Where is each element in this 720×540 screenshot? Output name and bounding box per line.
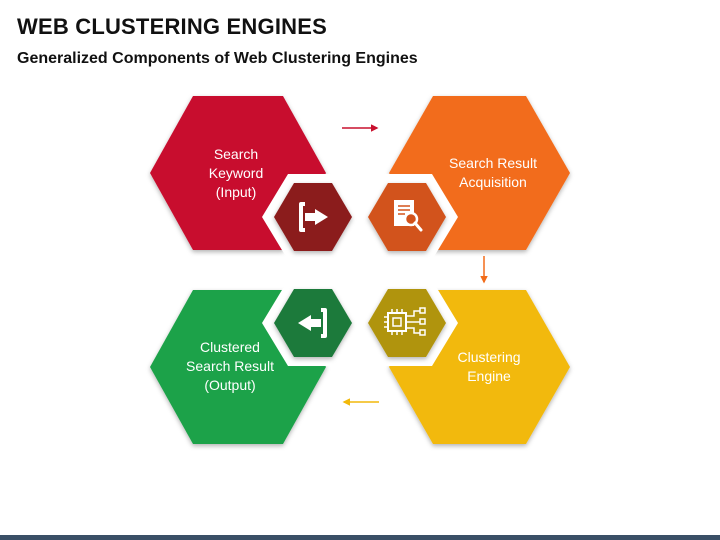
page-title: WEB CLUSTERING ENGINES xyxy=(17,14,327,39)
output-arrow-icon xyxy=(298,308,327,338)
label-search-keyword: Search Keyword (Input) xyxy=(208,146,264,200)
footer-bar xyxy=(0,535,720,540)
input-arrow-icon xyxy=(299,202,328,232)
document-search-icon xyxy=(394,200,423,232)
label-clustered-search-result: Clustered Search Result (Output) xyxy=(186,339,274,393)
page-subtitle: Generalized Components of Web Clustering… xyxy=(17,50,418,67)
processor-chip-icon xyxy=(384,307,426,336)
label-search-result-acquisition: Search Result Acquisition xyxy=(449,155,537,190)
label-clustering-engine: Clustering Engine xyxy=(457,349,521,384)
